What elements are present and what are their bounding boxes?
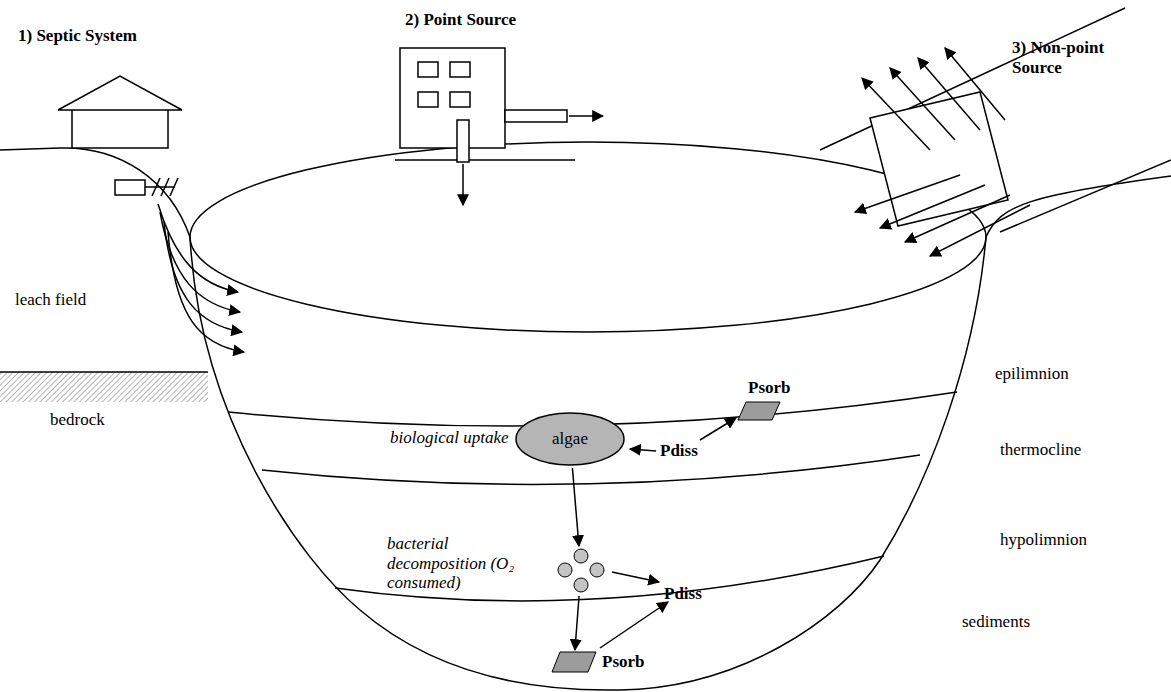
node-label: algae <box>552 429 588 449</box>
ground-line <box>1000 160 1171 232</box>
part-label: Pdiss <box>664 584 702 604</box>
layer-label: epilimnion <box>995 364 1069 384</box>
septic-pipe <box>145 186 175 188</box>
ground-line <box>395 159 575 161</box>
layer-label: thermocline <box>1000 440 1081 460</box>
source-heading: 2) Point Source <box>405 10 516 30</box>
layer-label: sediments <box>962 612 1030 632</box>
septic-tank <box>115 180 145 195</box>
flow-arrow <box>575 596 579 650</box>
runoff-arrow <box>890 68 955 140</box>
layer-label: hypolimnion <box>1000 530 1087 550</box>
runoff-arrow <box>862 78 930 150</box>
house <box>72 108 168 148</box>
outfall-arrow <box>569 115 603 117</box>
sorbed-p-particle-outline <box>738 402 780 420</box>
bacterium <box>558 563 572 577</box>
factory-window <box>450 92 470 107</box>
bacterium <box>574 549 588 563</box>
algae-ellipse <box>516 413 624 465</box>
part-label: leach field <box>15 290 86 310</box>
flow-arrow <box>572 468 579 546</box>
flow-arrow <box>630 449 656 451</box>
algae-blob: algae <box>515 412 625 466</box>
runoff-arrow <box>945 48 1005 120</box>
lake-basin <box>190 237 986 690</box>
factory-window <box>418 92 438 107</box>
sorbed-p-particle-outline <box>552 652 596 672</box>
house-roof <box>58 76 182 110</box>
part-label: Pdiss <box>660 441 698 461</box>
part-label: bedrock <box>50 410 105 430</box>
flow-arrow <box>600 602 668 648</box>
ground-line <box>986 176 1171 237</box>
bacteria-cluster-outline <box>555 548 607 594</box>
leach-arrow <box>168 232 244 352</box>
bedrock-layer <box>0 372 208 402</box>
node-caption: Psorb <box>602 652 645 672</box>
bacterium <box>574 578 588 592</box>
bacteria-cluster: bacterial decomposition (O₂ consumed) <box>555 548 607 594</box>
sorbed-p-particle: Psorb <box>738 402 780 420</box>
runoff-arrow <box>855 175 960 212</box>
outfall-arrow <box>462 164 464 205</box>
leach-line <box>161 178 169 196</box>
runoff-arrow <box>880 185 985 228</box>
runoff-arrow <box>918 58 980 130</box>
source-heading: 1) Septic System <box>18 26 137 46</box>
sorbed-p-particle: Psorb <box>552 652 596 672</box>
node-caption: Psorb <box>748 378 791 398</box>
leach-arrow <box>164 222 242 332</box>
part-label: biological uptake <box>390 428 509 448</box>
leach-line <box>152 178 160 196</box>
bacterium <box>590 563 604 577</box>
runoff-arrow <box>905 195 1010 242</box>
flow-arrow <box>700 418 736 440</box>
lake-surface <box>190 142 986 332</box>
outfall-pipe <box>505 110 567 122</box>
factory <box>400 48 505 148</box>
particle-shape <box>552 652 596 672</box>
factory-window <box>418 62 438 77</box>
leach-line <box>170 178 178 196</box>
runoff-arrow <box>930 205 1030 256</box>
bedrock-edge <box>0 371 208 373</box>
flow-arrow <box>612 572 659 582</box>
particle-shape <box>738 402 780 420</box>
source-heading: 3) Non-point Source <box>1012 38 1152 77</box>
factory-window <box>450 62 470 77</box>
ground-line <box>0 148 190 237</box>
node-caption: bacterial decomposition (O₂ consumed) <box>387 534 542 593</box>
outfall-pipe <box>457 120 469 162</box>
